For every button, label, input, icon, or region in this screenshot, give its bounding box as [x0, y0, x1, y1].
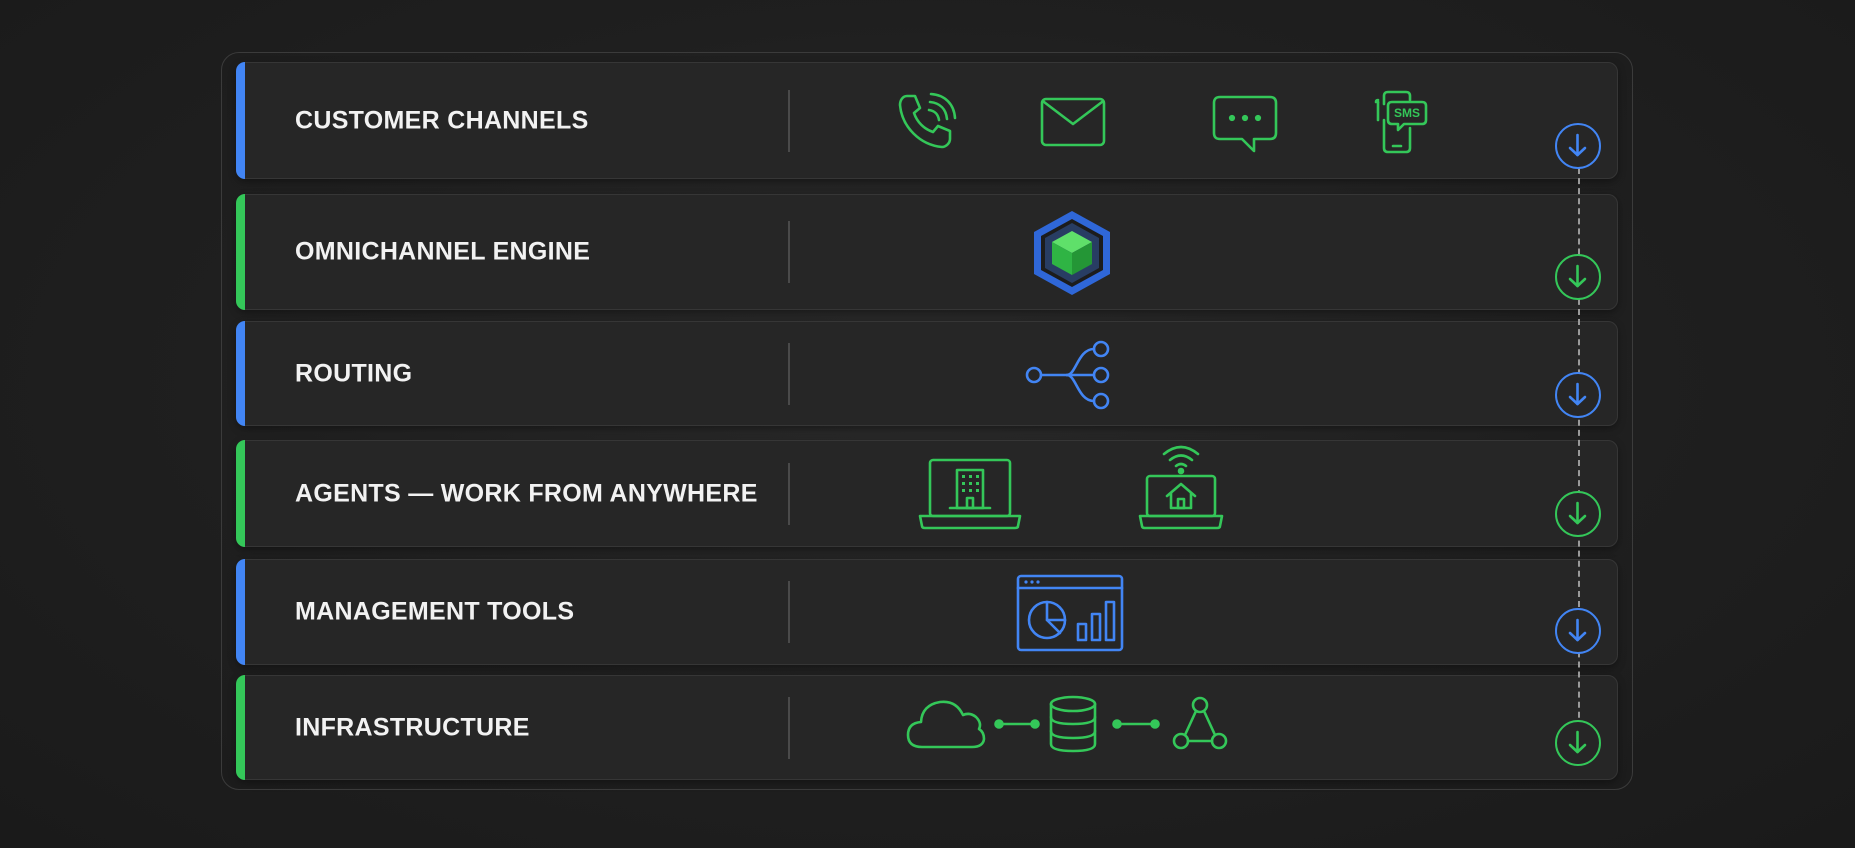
layer-divider	[788, 462, 790, 525]
email-icon	[1040, 97, 1106, 147]
flow-down-button-1[interactable]	[1555, 123, 1601, 169]
layer-accent-bar	[236, 675, 245, 780]
sms-label: SMS	[1393, 106, 1420, 120]
layer-title: MANAGEMENT TOOLS	[295, 597, 575, 626]
arrow-down-icon	[1568, 730, 1587, 754]
layer-infrastructure: INFRASTRUCTURE	[236, 675, 1618, 780]
layer-title: INFRASTRUCTURE	[295, 713, 530, 741]
diagram-frame	[221, 52, 1633, 790]
link-connector	[994, 717, 1040, 731]
phone-icon	[893, 90, 957, 154]
layer-divider	[788, 581, 790, 643]
chat-icon	[1212, 95, 1278, 153]
layer-title: CUSTOMER CHANNELS	[295, 106, 589, 134]
dashboard-icon	[1016, 574, 1124, 652]
flow-connector-line	[1578, 168, 1580, 748]
layer-omnichannel-engine: OMNICHANNEL ENGINE	[236, 194, 1618, 310]
link-connector	[1112, 717, 1160, 731]
arrow-down-icon	[1568, 133, 1587, 157]
layer-title: ROUTING	[295, 359, 413, 387]
database-icon	[1048, 695, 1098, 753]
layer-title: AGENTS — WORK FROM ANYWHERE	[295, 479, 758, 507]
arrow-down-icon	[1568, 501, 1587, 525]
home-wifi-laptop-icon	[1138, 442, 1224, 532]
arrow-down-icon	[1568, 264, 1587, 288]
layer-divider	[788, 89, 790, 152]
sms-icon: SMS	[1374, 90, 1428, 154]
layer-accent-bar	[236, 559, 245, 665]
layer-accent-bar	[236, 194, 245, 310]
flow-down-button-6[interactable]	[1555, 720, 1601, 766]
layer-accent-bar	[236, 440, 245, 547]
flow-down-button-3[interactable]	[1555, 372, 1601, 418]
layer-divider	[788, 342, 790, 405]
layer-routing: ROUTING	[236, 321, 1618, 426]
arrow-down-icon	[1568, 382, 1587, 406]
flow-down-button-4[interactable]	[1555, 491, 1601, 537]
flow-down-button-2[interactable]	[1555, 254, 1601, 300]
layer-management-tools: MANAGEMENT TOOLS	[236, 559, 1618, 665]
layer-divider	[788, 221, 790, 283]
cloud-icon	[906, 697, 986, 749]
flow-down-button-5[interactable]	[1555, 608, 1601, 654]
layer-divider	[788, 696, 790, 759]
layer-accent-bar	[236, 321, 245, 426]
arrow-down-icon	[1568, 618, 1587, 642]
network-icon	[1172, 696, 1228, 752]
layer-accent-bar	[236, 62, 245, 179]
routing-branch-icon	[1024, 336, 1120, 416]
cube-hexagon-icon	[1030, 209, 1114, 297]
layer-title: OMNICHANNEL ENGINE	[295, 237, 591, 266]
office-laptop-icon	[918, 458, 1022, 530]
